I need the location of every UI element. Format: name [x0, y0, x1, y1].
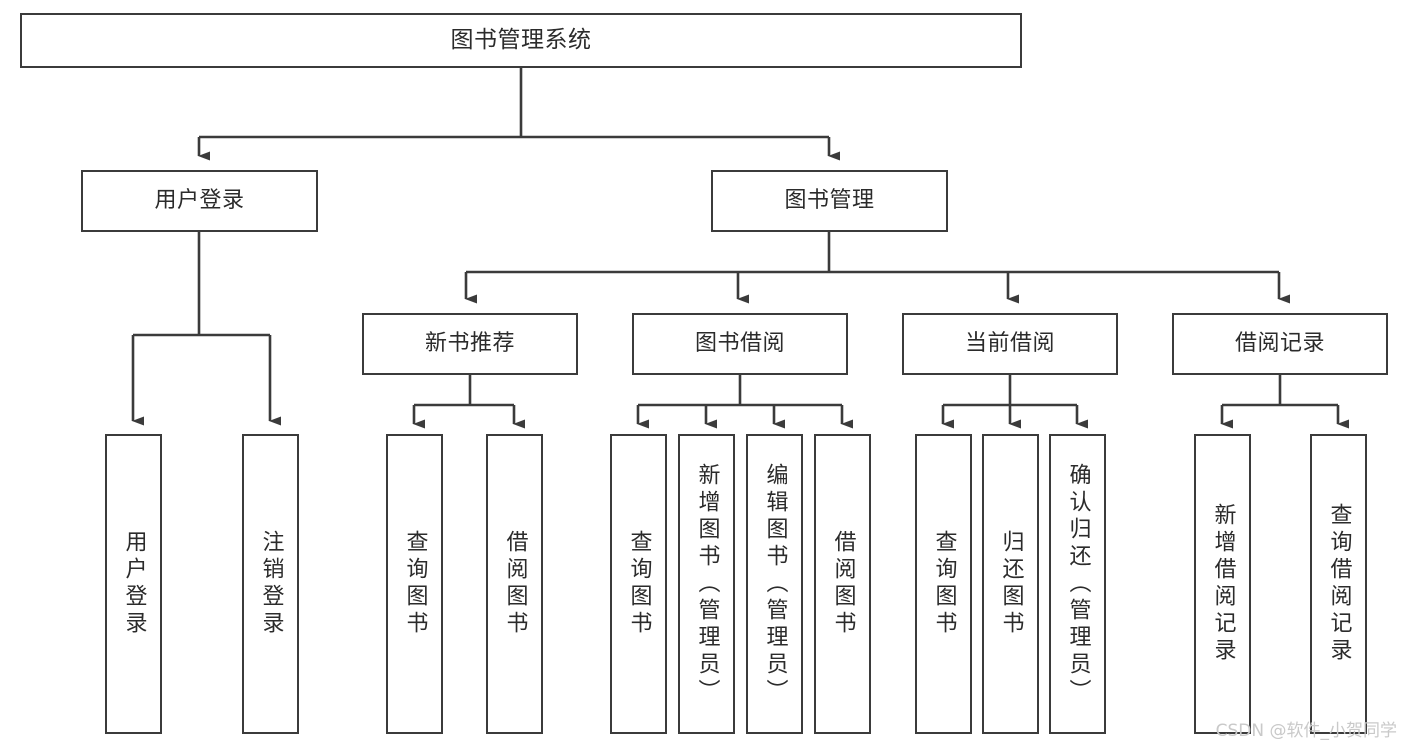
node-book-management[interactable]: 图书管理: [711, 170, 948, 232]
node-book-borrow[interactable]: 图书借阅: [632, 313, 848, 375]
leaf-recommend-query-book[interactable]: 查询图书: [386, 434, 443, 734]
leaf-user-login-signin[interactable]: 用户登录: [105, 434, 162, 734]
node-user-login[interactable]: 用户登录: [81, 170, 318, 232]
node-label: 用户登录: [121, 530, 147, 638]
node-label: 确认归还（管理员）: [1065, 462, 1091, 706]
node-label: 查询图书: [931, 530, 957, 638]
node-borrow-record[interactable]: 借阅记录: [1172, 313, 1388, 375]
leaf-current-query-book[interactable]: 查询图书: [915, 434, 972, 734]
node-label: 图书管理系统: [450, 26, 592, 53]
node-new-book-recommendation[interactable]: 新书推荐: [362, 313, 578, 375]
leaf-borrow-add-book-admin[interactable]: 新增图书（管理员）: [678, 434, 735, 734]
leaf-record-add-record[interactable]: 新增借阅记录: [1194, 434, 1251, 734]
watermark-text: CSDN @软件_小贺同学: [1215, 721, 1397, 741]
node-current-borrow[interactable]: 当前借阅: [902, 313, 1118, 375]
node-label: 归还图书: [998, 530, 1024, 638]
node-label: 借阅图书: [830, 530, 856, 638]
node-label: 借阅图书: [502, 530, 528, 638]
node-label: 图书管理: [784, 187, 875, 213]
leaf-borrow-query-book[interactable]: 查询图书: [610, 434, 667, 734]
leaf-current-return-book[interactable]: 归还图书: [982, 434, 1039, 734]
node-label: 新书推荐: [424, 330, 515, 356]
leaf-borrow-edit-book-admin[interactable]: 编辑图书（管理员）: [746, 434, 803, 734]
node-label: 用户登录: [154, 187, 245, 213]
node-label: 注销登录: [258, 530, 284, 638]
node-label: 查询借阅记录: [1326, 503, 1352, 665]
node-label: 借阅记录: [1234, 330, 1325, 356]
leaf-current-confirm-return-admin[interactable]: 确认归还（管理员）: [1049, 434, 1106, 734]
node-label: 查询图书: [402, 530, 428, 638]
node-book-management-system[interactable]: 图书管理系统: [20, 13, 1022, 68]
node-label: 编辑图书（管理员）: [762, 462, 788, 706]
node-label: 当前借阅: [964, 330, 1055, 356]
node-label: 新增图书（管理员）: [694, 462, 720, 706]
leaf-record-query-record[interactable]: 查询借阅记录: [1310, 434, 1367, 734]
node-label: 图书借阅: [694, 330, 785, 356]
leaf-borrow-borrow-book[interactable]: 借阅图书: [814, 434, 871, 734]
node-label: 新增借阅记录: [1210, 503, 1236, 665]
node-label: 查询图书: [626, 530, 652, 638]
leaf-user-login-signout[interactable]: 注销登录: [242, 434, 299, 734]
leaf-recommend-borrow-book[interactable]: 借阅图书: [486, 434, 543, 734]
